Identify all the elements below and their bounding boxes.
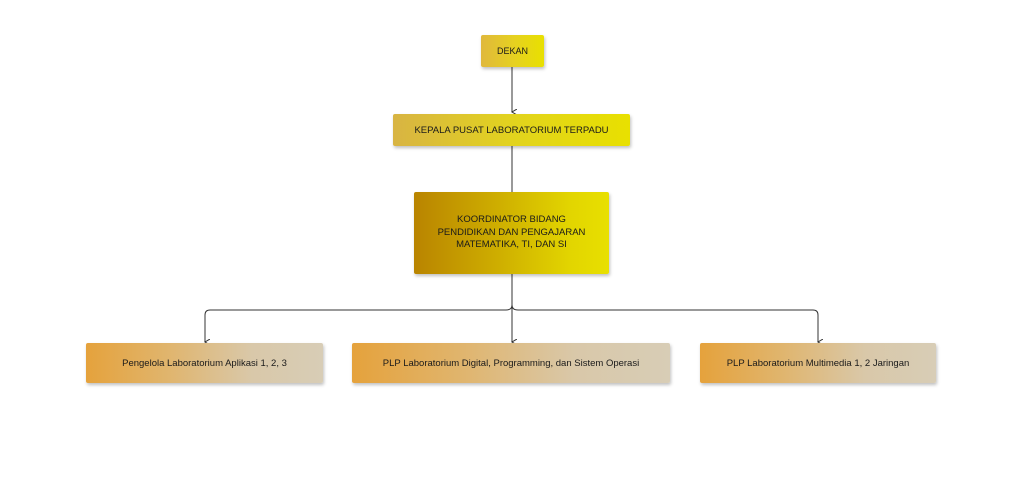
edge-koordinator-leaf3 [511,304,818,342]
node-pengelola-lab-aplikasi: Pengelola Laboratorium Aplikasi 1, 2, 3 [86,343,323,383]
node-koordinator-bidang: KOORDINATOR BIDANG PENDIDIKAN DAN PENGAJ… [414,192,609,274]
edge-koordinator-leaf1 [205,304,513,342]
node-leaf2-label: PLP Laboratorium Digital, Programming, d… [382,357,640,369]
node-leaf3-label: PLP Laboratorium Multimedia 1, 2 Jaringa… [726,357,910,369]
node-plp-lab-digital: PLP Laboratorium Digital, Programming, d… [352,343,670,383]
node-koordinator-label: KOORDINATOR BIDANG PENDIDIKAN DAN PENGAJ… [437,214,586,251]
node-dekan: DEKAN [481,35,544,67]
node-plp-lab-multimedia: PLP Laboratorium Multimedia 1, 2 Jaringa… [700,343,936,383]
node-kepala-label: KEPALA PUSAT LABORATORIUM TERPADU [414,124,609,136]
node-kepala-pusat-laboratorium: KEPALA PUSAT LABORATORIUM TERPADU [393,114,630,146]
node-dekan-label: DEKAN [496,46,528,56]
node-leaf1-label: Pengelola Laboratorium Aplikasi 1, 2, 3 [122,357,287,369]
